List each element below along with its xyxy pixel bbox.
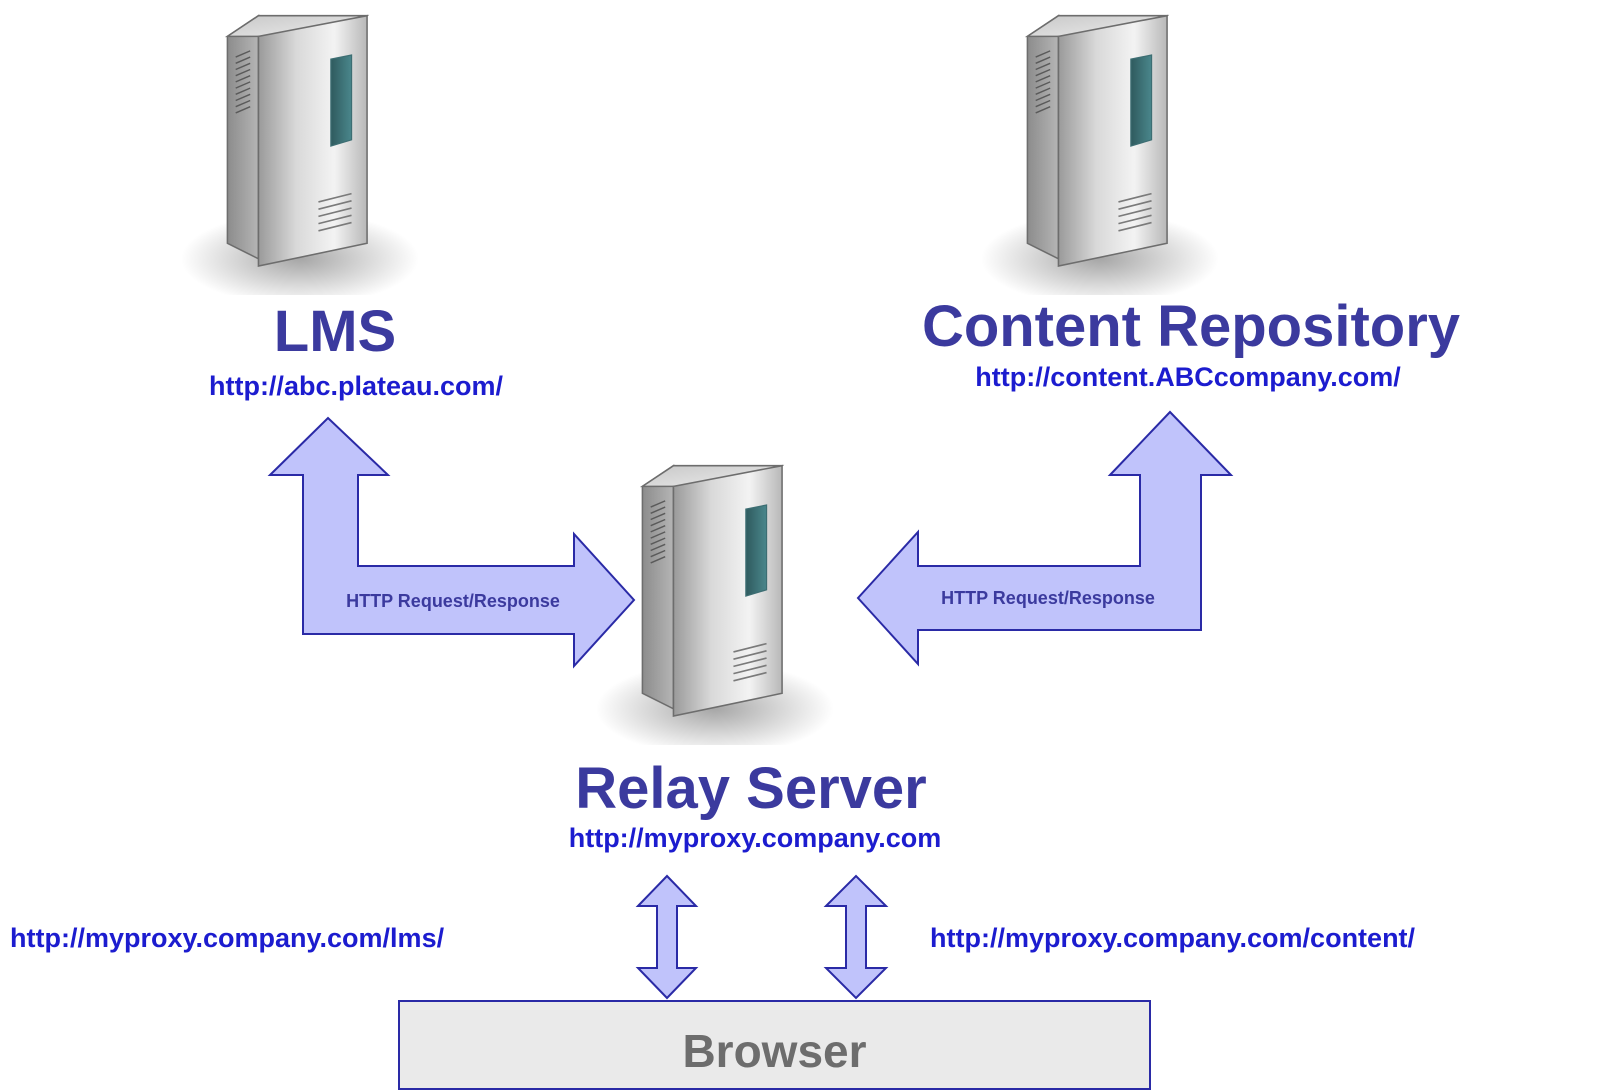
browser-lms-arrow xyxy=(635,874,699,1000)
content-relay-arrow xyxy=(856,410,1234,667)
relay-server-url: http://myproxy.company.com xyxy=(568,823,942,853)
browser-lms-path-url: http://myproxy.company.com/lms/ xyxy=(10,923,445,953)
content-relay-arrow-label: HTTP Request/Response xyxy=(941,588,1155,608)
lms-url: http://abc.plateau.com/ xyxy=(208,371,504,401)
browser-label: Browser xyxy=(682,1025,867,1077)
lms-relay-arrow-label: HTTP Request/Response xyxy=(346,591,560,611)
browser-content-path-url: http://myproxy.company.com/content/ xyxy=(930,923,1416,953)
browser-box: Browser xyxy=(398,1000,1151,1090)
relay-server-title: Relay Server xyxy=(575,756,927,821)
content-repository-title: Content Repository xyxy=(921,294,1461,359)
content-repository-url: http://content.ABCcompany.com/ xyxy=(975,362,1401,392)
lms-title: LMS xyxy=(273,299,397,364)
lms-relay-arrow xyxy=(267,416,636,669)
browser-content-arrow xyxy=(823,874,889,1000)
